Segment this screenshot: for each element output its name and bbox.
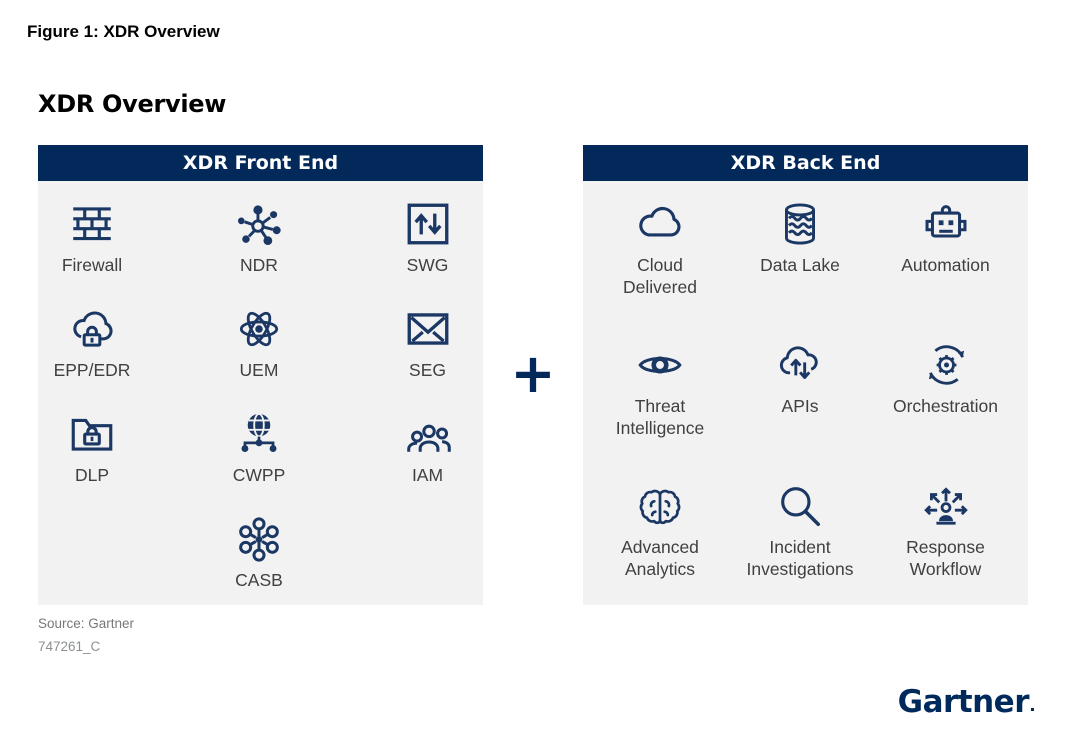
robot-icon — [921, 199, 971, 249]
registered-mark-dot — [1031, 708, 1034, 711]
item-threat-intelligence: Threat Intelligence — [583, 330, 737, 471]
envelope-icon — [403, 304, 453, 354]
swg-arrows-icon — [403, 199, 453, 249]
item-automation: Automation — [863, 189, 1028, 330]
cloud-icon — [635, 199, 685, 249]
item-cloud-delivered: Cloud Delivered — [583, 189, 737, 330]
item-label: Response Workflow — [906, 537, 985, 580]
eye-icon — [635, 340, 685, 390]
item-label: NDR — [240, 255, 278, 275]
item-iam: IAM — [372, 399, 483, 504]
panel-header-back-end: XDR Back End — [583, 145, 1028, 181]
item-label: Orchestration — [892, 396, 999, 416]
person-arrows-icon — [921, 481, 971, 531]
item-seg: SEG — [372, 294, 483, 399]
gear-cycle-icon — [921, 340, 971, 390]
figure-title: Figure 1: XDR Overview — [27, 22, 220, 41]
network-detection-icon — [234, 199, 284, 249]
item-swg: SWG — [372, 189, 483, 294]
item-advanced-analytics: Advanced Analytics — [583, 471, 737, 612]
gartner-logo-text: Gartner — [897, 684, 1030, 720]
data-lake-icon — [775, 199, 825, 249]
item-ndr: NDR — [146, 189, 372, 294]
panel-body-front-end: Firewall NDR SWG EPP/EDR UEM SEG DLP CWP… — [38, 181, 483, 609]
item-casb: CASB — [146, 504, 372, 609]
item-response-workflow: Response Workflow — [863, 471, 1028, 612]
item-label: APIs — [781, 396, 819, 416]
item-label: Advanced Analytics — [621, 537, 699, 580]
panel-xdr-back-end: XDR Back End Cloud Delivered Data Lake A… — [583, 145, 1028, 605]
item-label: CWPP — [232, 465, 286, 485]
item-label: IAM — [411, 465, 444, 485]
item-epp-edr: EPP/EDR — [38, 294, 146, 399]
document-id: 747261_C — [38, 639, 101, 654]
molecule-icon — [234, 514, 284, 564]
item-label: DLP — [74, 465, 110, 485]
item-firewall: Firewall — [38, 189, 146, 294]
item-label: UEM — [239, 360, 279, 380]
atom-icon — [234, 304, 284, 354]
item-label: CASB — [235, 570, 283, 590]
panel-header-front-end: XDR Front End — [38, 145, 483, 181]
panels-row: XDR Front End Firewall NDR SWG EPP/EDR U… — [38, 145, 1028, 605]
item-label: Threat Intelligence — [615, 396, 705, 439]
item-orchestration: Orchestration — [863, 330, 1028, 471]
cloud-lock-icon — [67, 304, 117, 354]
brain-icon — [635, 481, 685, 531]
item-label: EPP/EDR — [53, 360, 131, 380]
item-label: Data Lake — [760, 255, 840, 275]
globe-network-icon — [234, 409, 284, 459]
source-note: Source: Gartner — [38, 616, 135, 631]
item-label: Cloud Delivered — [623, 255, 697, 298]
plus-sign: + — [510, 341, 556, 405]
item-label: SEG — [409, 360, 446, 380]
item-dlp: DLP — [38, 399, 146, 504]
item-label: Firewall — [61, 255, 123, 275]
diagram-title: XDR Overview — [38, 90, 227, 118]
item-apis: APIs — [737, 330, 863, 471]
item-uem: UEM — [146, 294, 372, 399]
gartner-logo: Gartner — [898, 684, 1034, 720]
people-group-icon — [403, 409, 453, 459]
item-label: Automation — [901, 255, 990, 275]
firewall-icon — [67, 199, 117, 249]
item-label: Incident Investigations — [746, 537, 854, 580]
item-cwpp: CWPP — [146, 399, 372, 504]
item-incident-investigations: Incident Investigations — [737, 471, 863, 612]
item-data-lake: Data Lake — [737, 189, 863, 330]
panel-xdr-front-end: XDR Front End Firewall NDR SWG EPP/EDR U… — [38, 145, 483, 605]
cloud-sync-icon — [775, 340, 825, 390]
magnifier-icon — [775, 481, 825, 531]
item-label: SWG — [406, 255, 449, 275]
panel-body-back-end: Cloud Delivered Data Lake Automation Thr… — [583, 181, 1028, 612]
folder-lock-icon — [67, 409, 117, 459]
